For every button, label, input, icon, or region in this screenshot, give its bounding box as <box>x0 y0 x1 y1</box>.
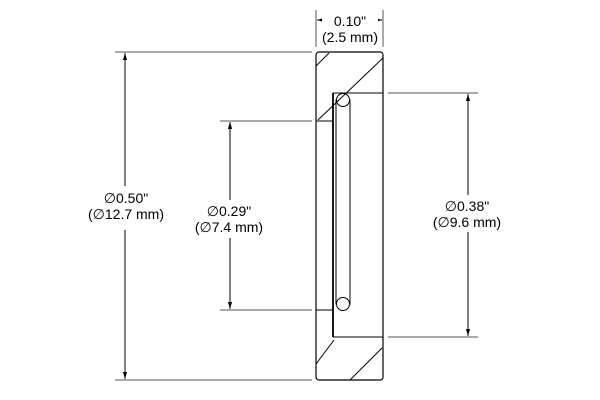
thickness-metric: (2.5 mm) <box>322 29 378 45</box>
thickness-label: 0.10" (2.5 mm) <box>322 13 378 45</box>
clear-aperture-metric: (∅7.4 mm) <box>194 219 264 235</box>
clear-aperture-label: ∅0.29" (∅7.4 mm) <box>194 203 264 235</box>
outer-diameter-imperial: ∅0.50" <box>103 190 149 206</box>
inner-diameter-imperial: ∅0.38" <box>444 198 490 214</box>
inner-diameter-metric: (∅9.6 mm) <box>432 214 502 230</box>
inner-diameter-label: ∅0.38" (∅9.6 mm) <box>432 198 502 230</box>
outer-diameter-metric: (∅12.7 mm) <box>88 206 164 222</box>
dimension-lines <box>122 17 471 379</box>
outer-diameter-label: ∅0.50" (∅12.7 mm) <box>88 190 164 222</box>
clear-aperture-imperial: ∅0.29" <box>206 203 252 219</box>
part-cross-section <box>315 51 384 381</box>
thickness-imperial: 0.10" <box>333 13 367 29</box>
extension-lines <box>115 10 478 381</box>
